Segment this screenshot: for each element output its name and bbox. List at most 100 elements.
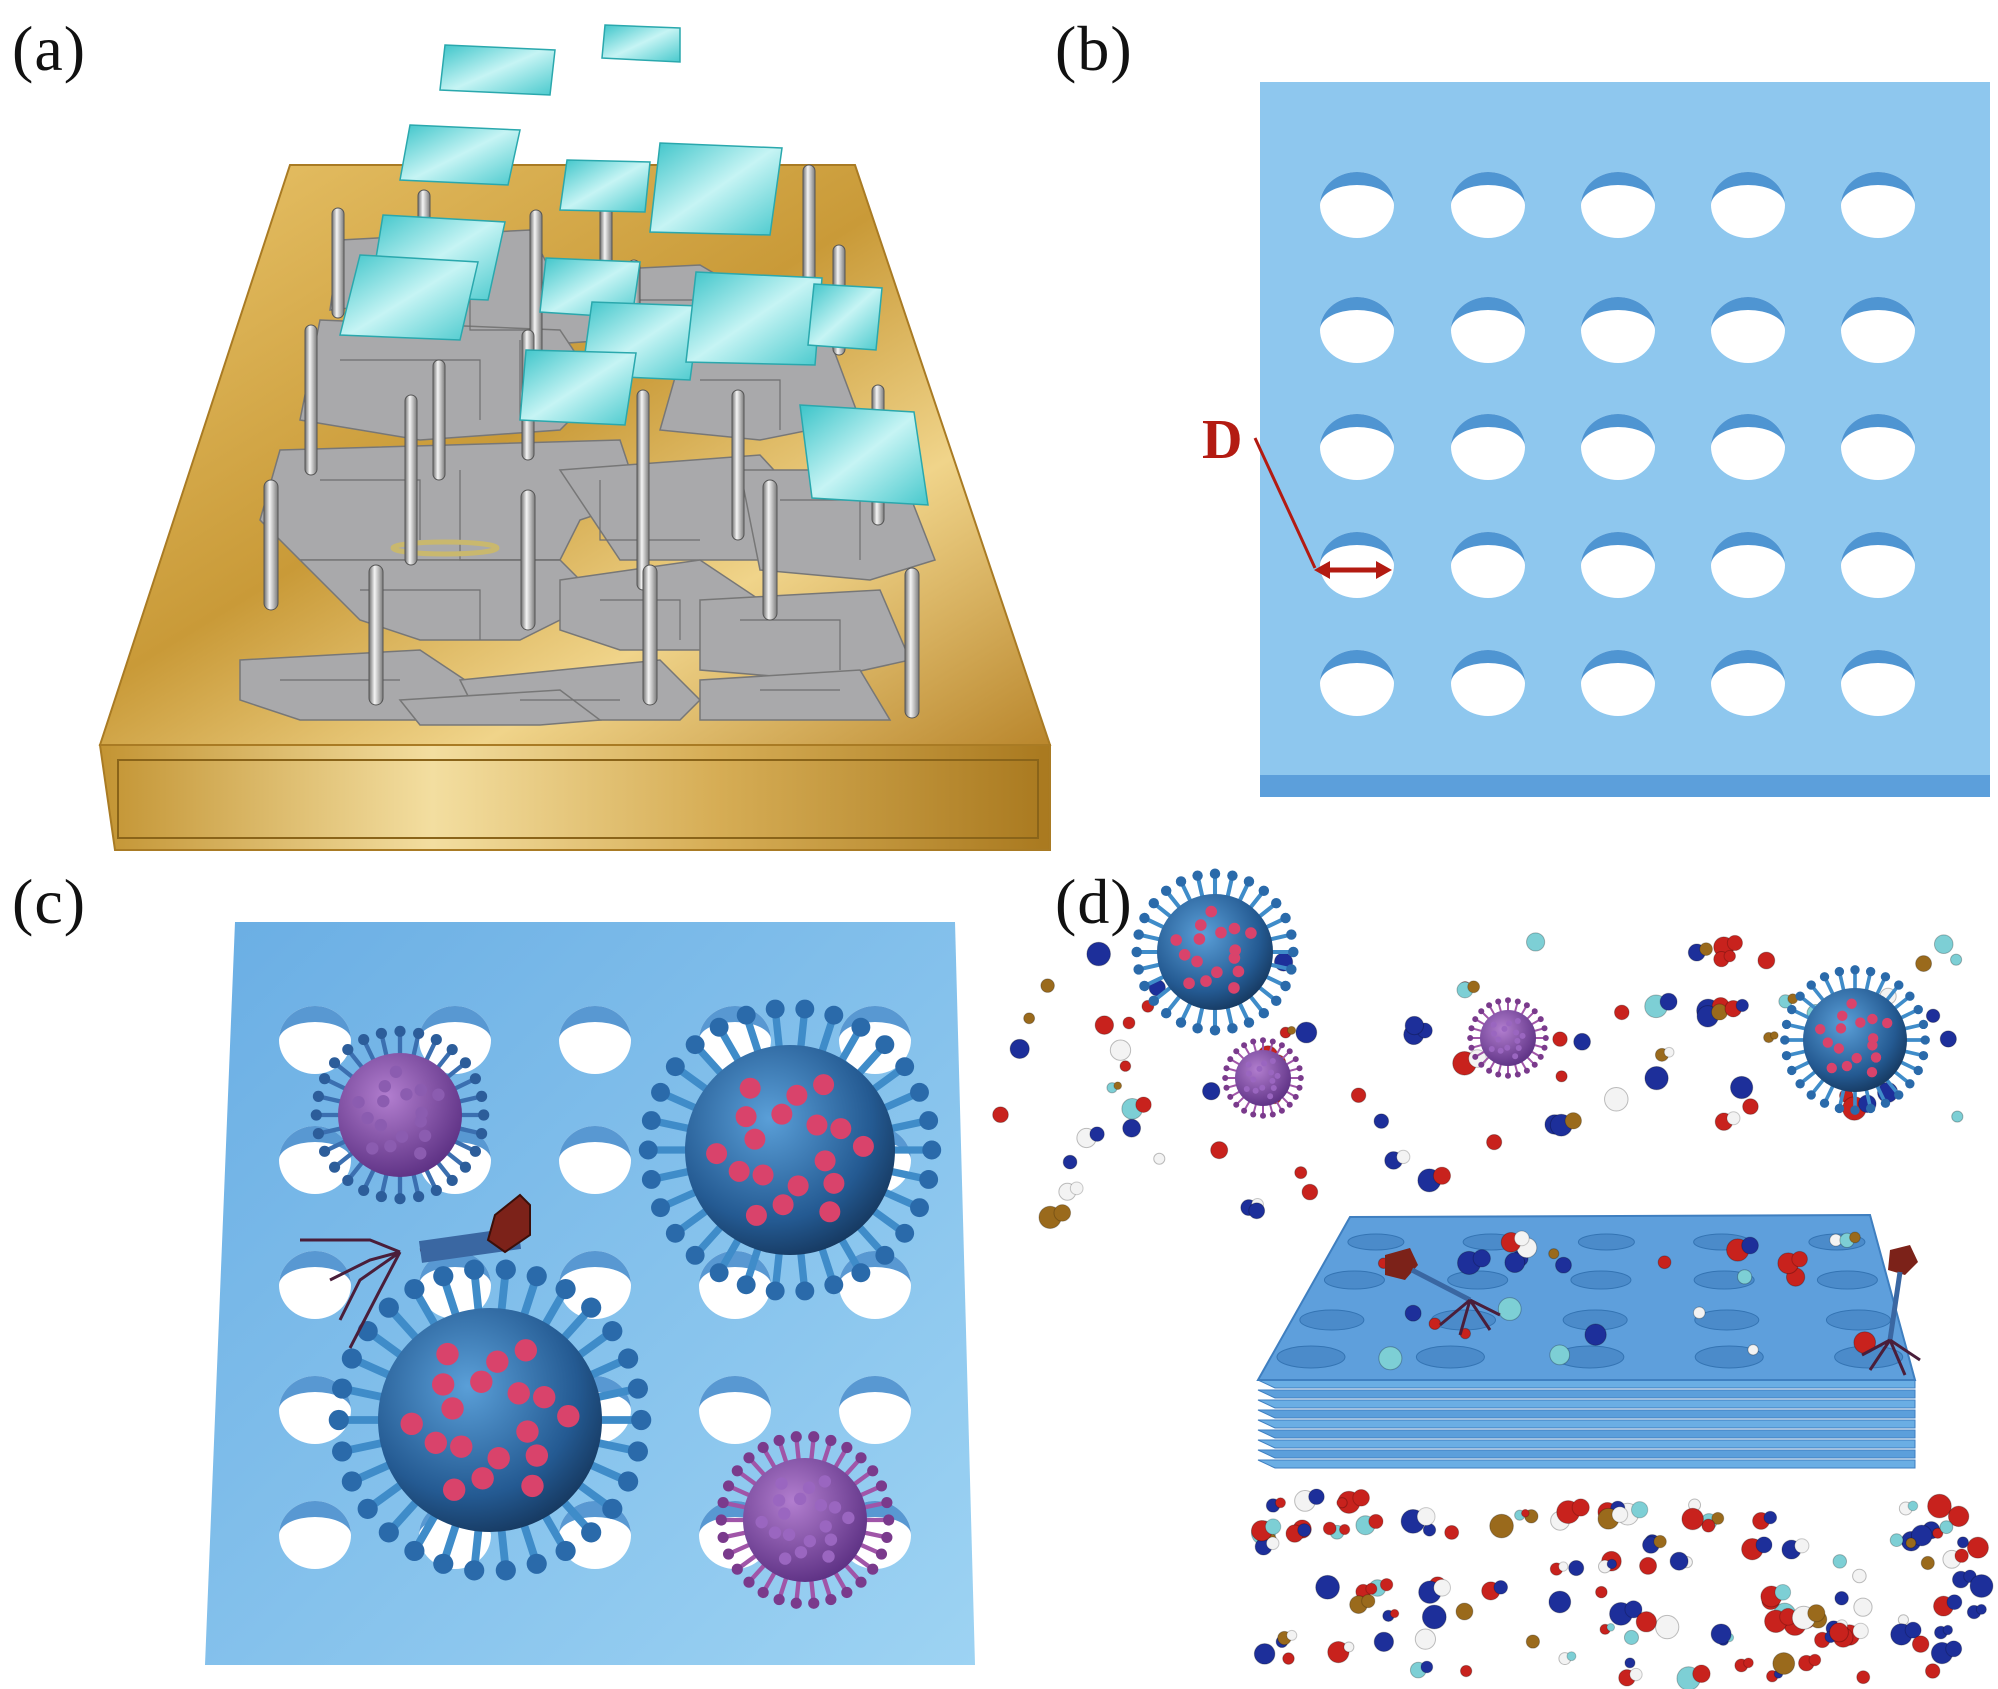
membrane-hole [1451, 532, 1525, 598]
molecule [1285, 1523, 1312, 1543]
molecule [1556, 1498, 1590, 1525]
molecule [1373, 1113, 1390, 1129]
molecule [1655, 1614, 1680, 1640]
virus-particle [1222, 1037, 1304, 1119]
molecule [1752, 1510, 1778, 1530]
molecule [1384, 1149, 1411, 1170]
molecule [1504, 1252, 1526, 1274]
molecule [1459, 1664, 1473, 1678]
molecule [1555, 1070, 1568, 1083]
panel-d-stack-diagram [992, 868, 1994, 1689]
molecule [1676, 1664, 1711, 1689]
membrane-hole [1841, 532, 1915, 598]
molecule [1295, 1021, 1318, 1044]
molecule [1558, 1651, 1577, 1666]
molecule [1924, 1663, 1941, 1679]
membrane-hole [1711, 297, 1785, 363]
molecule [1915, 955, 1933, 973]
molecule [1548, 1248, 1560, 1260]
molecule [1040, 978, 1055, 993]
membrane-hole [1451, 172, 1525, 238]
membrane-hole [1320, 650, 1394, 716]
molecule [1414, 1628, 1437, 1650]
molecule [1932, 1527, 1944, 1539]
molecule [992, 1106, 1009, 1124]
bacteriophage-right [1861, 1245, 1921, 1376]
molecule [1939, 1030, 1957, 1048]
diameter-indicator [1253, 437, 1392, 579]
molecule [1337, 1489, 1370, 1514]
molecule [1950, 953, 1963, 966]
molecules [992, 932, 1994, 1689]
molecule [1598, 1558, 1618, 1574]
molecule [1933, 1594, 1963, 1617]
membrane-top-d [1256, 1213, 1917, 1381]
molecule [1202, 1081, 1221, 1101]
molecule [1378, 1346, 1403, 1371]
molecule [1942, 1548, 1969, 1569]
membrane-hole [1581, 414, 1655, 480]
membrane-hole [1320, 172, 1394, 238]
molecule [1497, 1297, 1522, 1321]
molecule [1742, 1098, 1759, 1115]
panel-label-c: (c) [12, 866, 87, 937]
membrane-hole [1841, 297, 1915, 363]
molecule [1327, 1641, 1350, 1664]
molecule [1687, 942, 1713, 962]
panel-label-a: (a) [12, 13, 87, 84]
molecule [1552, 1031, 1568, 1047]
molecule [1548, 1590, 1572, 1614]
molecule [1657, 1255, 1672, 1270]
viruses-d [1131, 868, 1930, 1119]
molecule [1555, 1256, 1572, 1274]
molecule [1644, 992, 1678, 1019]
virus-particle [1780, 965, 1930, 1115]
membrane-hole [279, 1251, 351, 1319]
molecule [1910, 1524, 1933, 1547]
molecule [1624, 1657, 1636, 1669]
molecule [1282, 1652, 1295, 1665]
molecule [1927, 1493, 1952, 1519]
molecule [1696, 1003, 1729, 1028]
molecule [1400, 1507, 1436, 1534]
molecule [1639, 1556, 1658, 1575]
membrane-hole [1451, 650, 1525, 716]
molecule [1747, 1344, 1759, 1356]
molecule [1618, 1667, 1643, 1687]
molecule [1481, 1579, 1509, 1601]
membrane-hole [699, 1251, 771, 1319]
molecule [1599, 1622, 1616, 1635]
panel-label-d: (d) [1055, 866, 1133, 937]
molecule [1457, 1249, 1491, 1275]
molecule [1920, 1555, 1935, 1571]
molecule [1741, 1536, 1773, 1561]
molecule [1062, 1154, 1078, 1170]
molecule [1966, 1603, 1987, 1620]
molecule [1373, 1631, 1395, 1653]
membrane-hole [559, 1251, 631, 1319]
molecule [1106, 1081, 1123, 1094]
molecule [1248, 1202, 1266, 1220]
membrane-holes [1320, 172, 1915, 716]
molecule [1726, 1236, 1759, 1262]
molecule [1669, 1551, 1689, 1571]
membrane-hole [279, 1006, 351, 1074]
molecule [1939, 1520, 1954, 1535]
molecule [1757, 951, 1776, 970]
molecule [1265, 1497, 1287, 1513]
membrane-hole [1320, 532, 1394, 598]
molecule [1832, 1554, 1848, 1569]
virus-particle [328, 1259, 652, 1581]
cyan-flakes [339, 24, 929, 506]
molecule [1791, 1604, 1826, 1630]
membrane-hole [1841, 650, 1915, 716]
molecule [1210, 1141, 1229, 1160]
molecule [1956, 1536, 1969, 1549]
molecule [1489, 1513, 1514, 1539]
panel-c-filtration-diagram [205, 922, 975, 1665]
molecule [1277, 1629, 1298, 1646]
molecule [1315, 1574, 1340, 1600]
molecule [1710, 1623, 1732, 1645]
molecule [1853, 1597, 1873, 1617]
membrane-stack [1256, 1213, 1917, 1469]
